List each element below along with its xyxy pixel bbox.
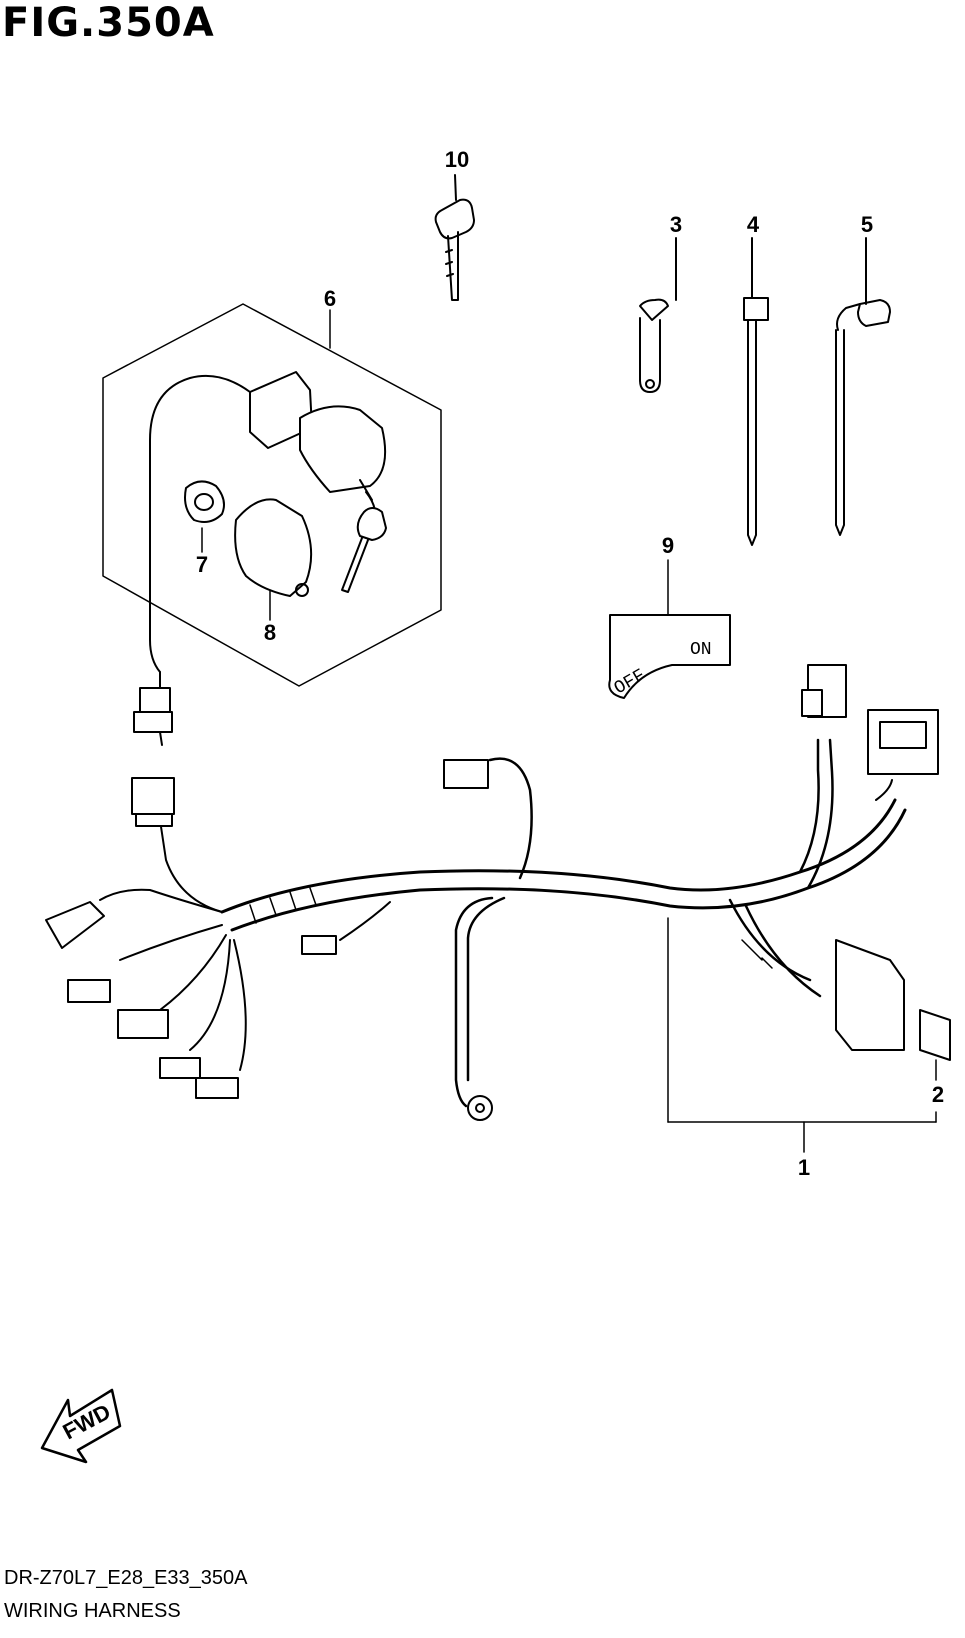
- callout-8: 8: [264, 620, 276, 645]
- callout-labels: 10 3 4 5 6 7 8 9 2 1: [196, 147, 944, 1180]
- diagram-code: DR-Z70L7_E28_E33_350A: [4, 1567, 248, 1589]
- clamp-part-3: [639, 237, 677, 393]
- diagram-name: WIRING HARNESS: [4, 1600, 181, 1622]
- ignition-switch-part-6: [102, 303, 442, 746]
- fwd-arrow-icon: [40, 1388, 122, 1464]
- tie-part-5: [835, 237, 891, 536]
- switch-plate-part-9: [608, 559, 731, 699]
- figure-title: FIG.350A: [2, 0, 215, 46]
- callout-3: 3: [670, 212, 682, 237]
- key-part: [434, 174, 475, 301]
- callout-2: 2: [932, 1082, 944, 1107]
- callout-9: 9: [662, 533, 674, 558]
- callout-7: 7: [196, 552, 208, 577]
- parts-diagram: 10 3 4 5 6 7 8 9 2 1 OFF ON FWD: [40, 147, 951, 1464]
- callout-10: 10: [445, 147, 469, 172]
- switch-on-label: ON: [690, 640, 712, 660]
- callout-5: 5: [861, 212, 873, 237]
- callout-6: 6: [324, 286, 336, 311]
- tie-part-4: [743, 237, 769, 546]
- callout-1: 1: [798, 1155, 810, 1180]
- wiring-harness-part-1: [45, 664, 951, 1153]
- callout-4: 4: [747, 212, 760, 237]
